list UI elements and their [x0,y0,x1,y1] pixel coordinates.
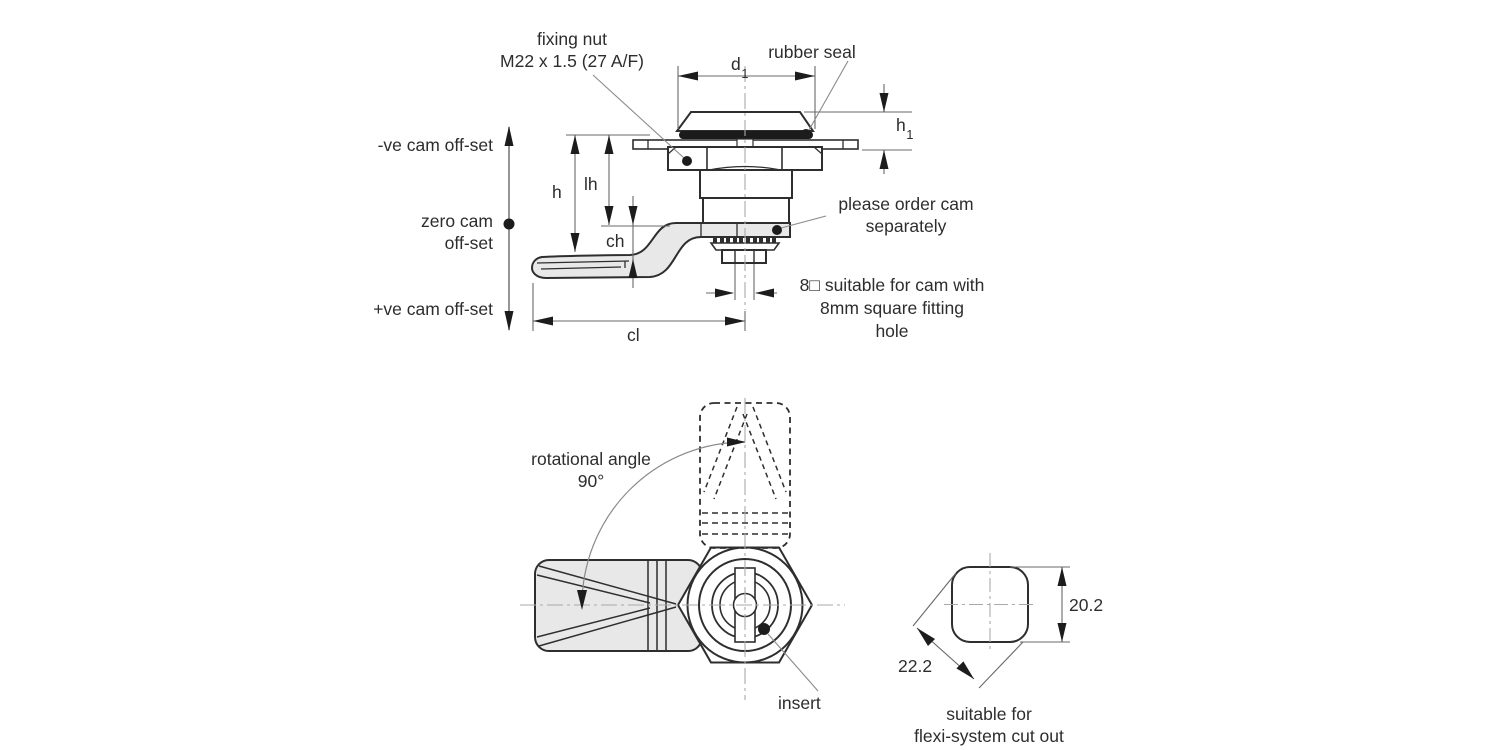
side-view-arrowheads [504,71,889,331]
dim-d1-label: d1 [731,54,749,81]
rubber-seal-label: rubber seal [768,42,856,62]
flexi-note-line1: suitable for [946,704,1032,724]
side-view-drawing [503,60,912,331]
side-view-leaders [592,60,849,229]
fixing-nut-line1: fixing nut [536,29,608,49]
positive-offset-label: +ve cam off-set [373,299,493,319]
rubber-seal-dot [801,129,811,139]
cutout-drawing [912,553,1070,689]
serrations [713,238,776,243]
cutout-diagonal-dim-label: 22.2 [898,656,933,676]
insert-leader [767,633,819,692]
order-cam-line2: separately [865,216,947,236]
insert-label: insert [778,693,821,713]
fixing-nut-line2: M22 x 1.5 (27 A/F) [500,51,644,71]
flexi-system-note: suitable for flexi-system cut out [884,703,1094,747]
rotation-arc [581,441,746,606]
lock-body-lower [702,197,790,224]
cutout-centerlines [944,553,1036,650]
zero-offset-label: zero cam off-set [421,210,493,254]
fixing-nut-dot [682,156,692,166]
rotation-arc-arrow-down [577,590,587,610]
lock-body-upper [699,169,793,199]
flexi-note-line2: flexi-system cut out [914,726,1064,746]
dim-ch-label: ch [606,231,625,251]
cutout-height-dim-label: 20.2 [1069,595,1104,615]
negative-offset-label: -ve cam off-set [377,135,493,155]
cutout-arrowheads [917,567,1067,679]
zero-offset-line2: off-set [444,233,493,253]
zero-offset-dot [503,218,515,230]
dim-h-label: h [552,182,562,202]
order-cam-line1: please order cam [838,194,974,214]
order-cam-note: please order cam separately [796,193,1016,237]
order-cam-dot [772,225,782,235]
spindle-collar [709,242,781,251]
insert-dot [758,623,770,635]
dim-h1-label: h1 [896,115,914,142]
rotation-angle-label: rotational angle 90° [501,448,681,492]
zero-offset-line1: zero cam [421,211,493,231]
square-fitting-note: 8□ suitable for cam with 8mm square fitt… [782,274,1002,343]
square-note-line2: 8mm square fitting [820,298,964,318]
front-view-drawing [520,398,845,700]
rotation-arc-arrow-right [727,437,746,447]
rotation-line2: 90° [577,471,605,491]
square-note-line1: 8□ suitable for cam with [799,275,985,295]
cam-lever [530,222,791,280]
dim-cl-label: cl [627,325,640,345]
rubber-seal-strip [679,131,813,139]
square-spindle [721,249,767,264]
rotation-line1: rotational angle [531,449,651,469]
fixing-nut-label: fixing nut M22 x 1.5 (27 A/F) [442,28,702,72]
dim-lh-label: lh [584,174,598,194]
square-note-line3: hole [875,321,909,341]
